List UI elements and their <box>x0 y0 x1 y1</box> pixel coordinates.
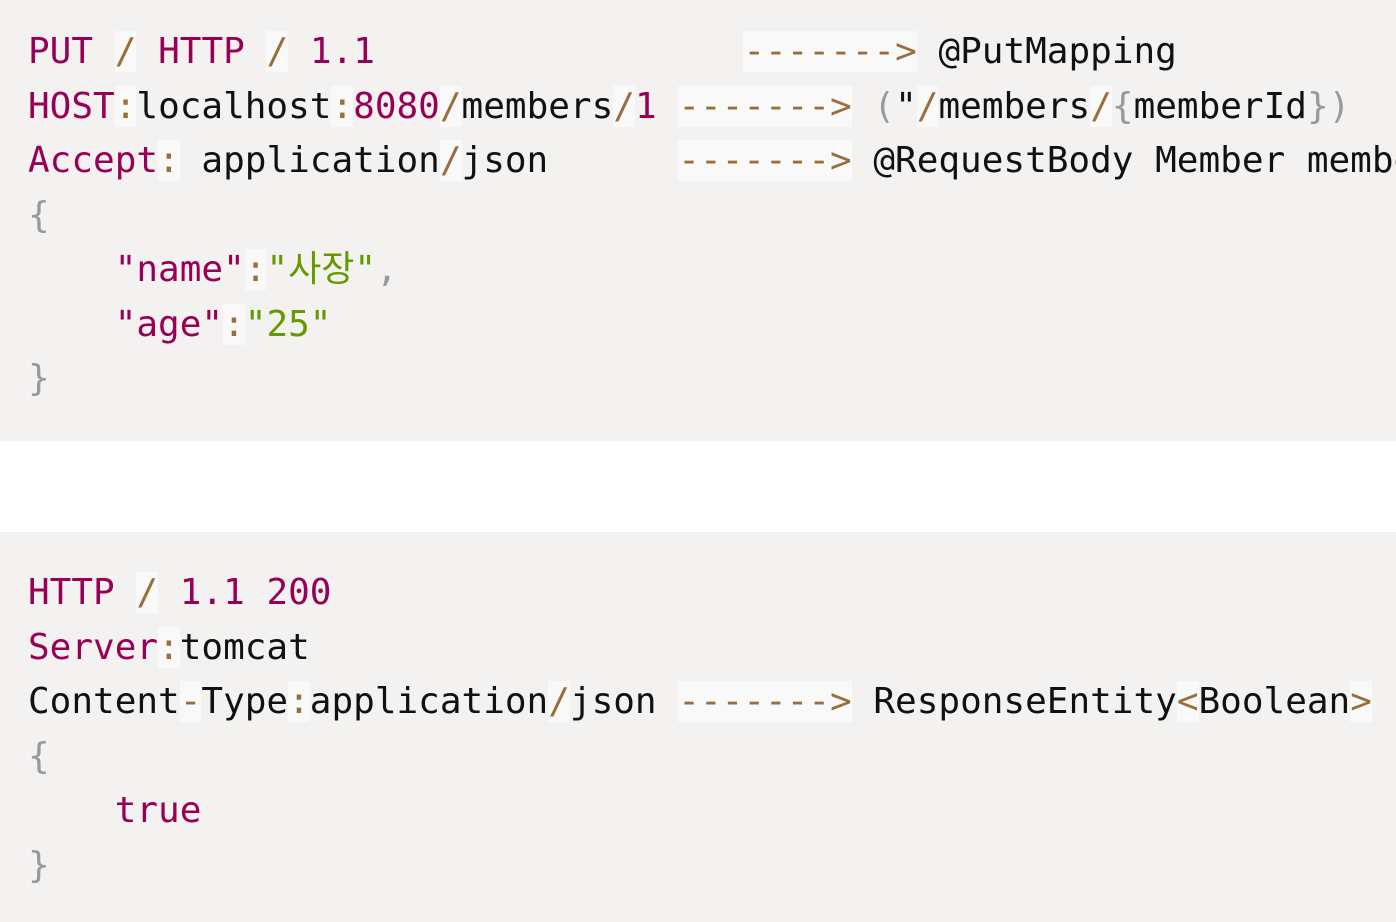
json-value: "사장" <box>266 249 377 290</box>
http-method: PUT <box>28 31 94 72</box>
operator: / <box>1090 85 1112 127</box>
server-line: Server:tomcat <box>28 621 1372 676</box>
protocol: HTTP <box>28 572 115 613</box>
media-type: application <box>201 140 440 181</box>
status-line: HTTP / 1.1 200 <box>28 566 1372 621</box>
accept-line: Accept: application/json -------> @Reque… <box>28 134 1396 189</box>
brace: { <box>28 194 50 236</box>
brace: } <box>28 844 50 886</box>
json-value: "25" <box>244 303 332 345</box>
operator: < <box>1176 681 1199 722</box>
content-type-line: Content-Type:application/json -------> R… <box>28 675 1372 730</box>
request-path: members <box>461 85 614 127</box>
json-key: "name" <box>114 249 245 290</box>
accept-header-key: Accept <box>28 140 159 181</box>
body-open-line: { <box>28 730 1372 785</box>
operator: : <box>158 626 180 668</box>
operator: : <box>223 303 245 345</box>
port-number: 8080 <box>353 85 440 127</box>
spacing <box>548 140 678 181</box>
quote: " <box>895 85 917 127</box>
server-value: tomcat <box>179 626 310 668</box>
response-entity-type: ResponseEntity <box>873 681 1177 722</box>
operator: : <box>114 85 137 127</box>
punctuation: ) <box>1328 85 1351 127</box>
put-mapping-annotation: @PutMapping <box>938 31 1177 72</box>
server-header-key: Server <box>28 626 159 668</box>
punctuation: ( <box>873 85 896 127</box>
request-id: 1 <box>634 85 657 127</box>
mapping-path: members <box>938 85 1091 127</box>
operator: : <box>288 681 310 722</box>
protocol: HTTP <box>158 31 245 72</box>
host-line: HOST:localhost:8080/members/1 -------> (… <box>28 80 1396 135</box>
content-type-key-part: Content <box>28 681 180 722</box>
operator: / <box>439 140 462 181</box>
mapping-arrow: -------> <box>743 31 917 72</box>
spacing <box>375 31 743 72</box>
mapping-arrow: -------> <box>678 140 852 181</box>
generic-type: Boolean <box>1198 681 1351 722</box>
mapping-arrow: -------> <box>678 681 852 722</box>
punctuation: } <box>1306 85 1329 127</box>
punctuation: , <box>376 249 398 290</box>
body-close-line: } <box>28 352 1396 407</box>
operator: / <box>266 31 289 72</box>
operator: / <box>136 572 159 613</box>
operator: / <box>613 85 635 127</box>
body-open-line: { <box>28 189 1396 244</box>
operator: / <box>439 85 462 127</box>
body-value-line: true <box>28 784 1372 839</box>
request-body-annotation: @RequestBody Member member <box>873 140 1396 181</box>
name-field-line: "name":"사장", <box>28 243 1396 298</box>
status-code: 1.1 200 <box>179 572 332 613</box>
protocol-version: 1.1 <box>309 31 375 72</box>
host-header-key: HOST <box>28 85 115 127</box>
operator: : <box>158 140 180 181</box>
media-type: application <box>309 681 549 722</box>
operator: : <box>331 85 354 127</box>
media-subtype: json <box>569 681 657 722</box>
age-field-line: "age":"25" <box>28 298 1396 353</box>
operator: / <box>114 31 137 72</box>
operator: > <box>1350 681 1372 722</box>
media-subtype: json <box>461 140 549 181</box>
body-close-line: } <box>28 839 1372 894</box>
punctuation: { <box>1111 85 1134 127</box>
path-variable: memberId <box>1133 85 1307 127</box>
json-key: "age" <box>114 303 224 345</box>
boolean-value: true <box>114 790 202 831</box>
host-value: localhost <box>136 85 332 127</box>
operator: : <box>244 249 267 290</box>
operator: - <box>179 681 202 722</box>
content-type-key-part: Type <box>201 681 289 722</box>
mapping-arrow: -------> <box>678 85 852 127</box>
request-line: PUT / HTTP / 1.1 -------> @PutMapping <box>28 25 1396 80</box>
brace: } <box>28 358 50 399</box>
brace: { <box>28 735 50 777</box>
operator: / <box>916 85 939 127</box>
operator: / <box>548 681 570 722</box>
